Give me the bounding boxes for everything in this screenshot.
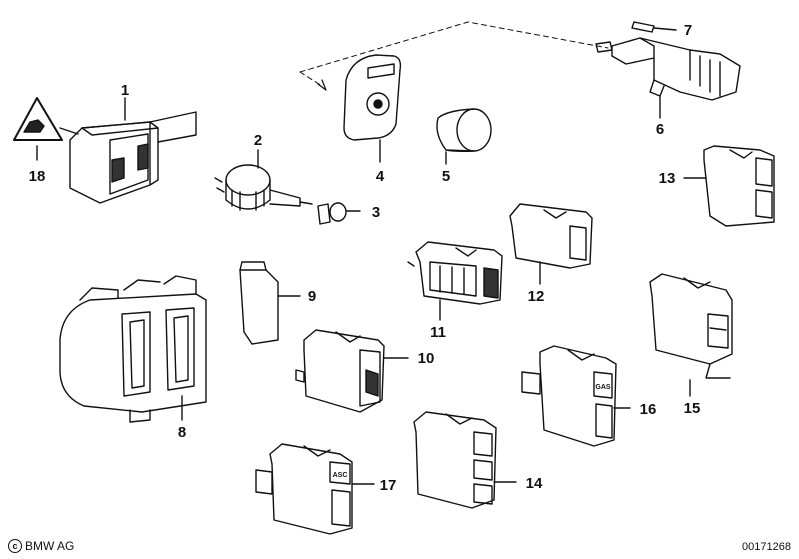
copyright-brand: c BMW AG [8,539,74,553]
part-17-asc-switch [255,443,375,535]
callout-12: 12 [528,288,545,305]
part-8-window-switch-panel [59,275,207,423]
callout-16: 16 [640,401,657,418]
part-9-blanking-cover [239,261,301,345]
part-6-stop-light-switch [595,37,741,119]
part-4-bezel [343,54,402,163]
part-3-screw [317,202,361,225]
callout-1: 1 [121,82,129,99]
copyright-symbol: c [8,539,22,553]
part-10-rocker-switch [295,329,409,413]
callout-18: 18 [29,168,46,185]
callout-13: 13 [659,170,676,187]
callout-14: 14 [526,475,543,492]
part-12-small-switch [509,203,593,285]
brand-text: BMW AG [25,539,75,553]
part-15-defroster-switch [649,273,733,397]
callout-7: 7 [684,22,692,39]
part-18-warning-triangle [13,97,63,161]
part-2-rotary-switch [214,149,313,211]
part-1-switch [59,97,197,204]
callout-9: 9 [308,288,316,305]
assembly-guide-line [299,21,609,87]
callout-3: 3 [372,204,380,221]
callout-5: 5 [442,168,450,185]
part-5-knob [436,108,492,165]
part-11-vent-switch [407,241,503,321]
part-16-gas-switch [521,345,631,447]
callout-2: 2 [254,132,262,149]
callout-8: 8 [178,424,186,441]
callout-11: 11 [430,324,446,341]
part-14-triple-switch [413,411,517,509]
callout-17: 17 [380,477,397,494]
callout-10: 10 [418,350,435,367]
asc-label: ASC [333,472,348,479]
callout-4: 4 [376,168,385,185]
drawing-number: 00171268 [742,541,791,553]
gas-label: GAS [595,384,611,391]
part-13-double-switch [683,145,775,227]
part-7-pin [631,21,677,33]
callout-6: 6 [656,121,664,138]
callout-15: 15 [684,400,701,417]
